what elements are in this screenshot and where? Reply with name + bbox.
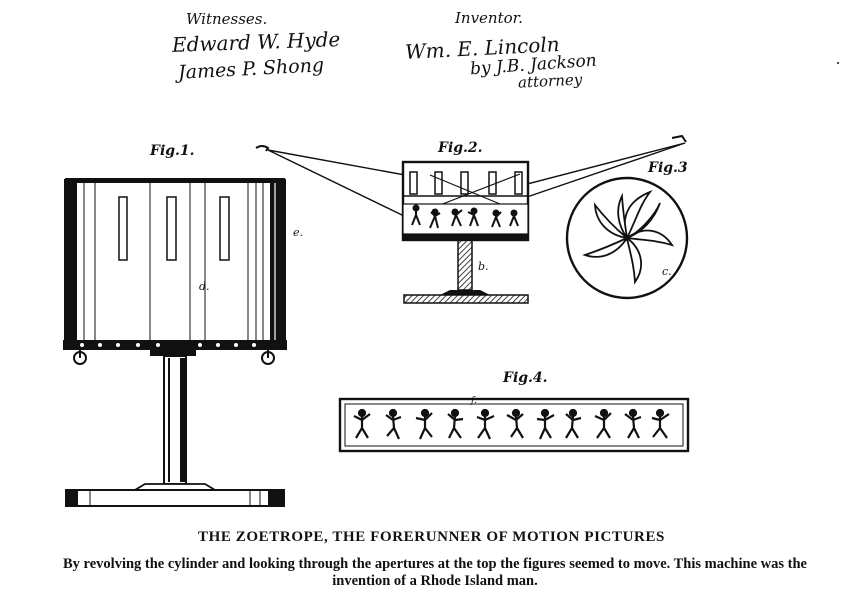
part-letter-f: f. (471, 396, 477, 406)
fig1-label: Fig.1. (150, 143, 195, 159)
fig1-zoetrope-drawing (63, 145, 287, 507)
fig4-strip-drawing (338, 397, 690, 453)
fig4-label: Fig.4. (503, 370, 548, 386)
inventor-heading: Inventor. (455, 9, 523, 27)
fig3-label: Fig.3 (648, 160, 688, 176)
part-letter-e: e. (293, 226, 304, 239)
part-letter-c: c. (662, 265, 672, 278)
fig3-disc-drawing (565, 176, 689, 300)
part-letter-d: d. (199, 280, 210, 293)
caption-body: By revolving the cylinder and looking th… (63, 556, 807, 589)
part-letter-b: b. (478, 260, 489, 273)
fig2-label: Fig.2. (438, 140, 483, 156)
witnesses-heading: Witnesses. (186, 10, 268, 28)
fig2-section-drawing (401, 160, 530, 304)
caption-title: THE ZOETROPE, THE FORERUNNER OF MOTION P… (197, 529, 665, 545)
